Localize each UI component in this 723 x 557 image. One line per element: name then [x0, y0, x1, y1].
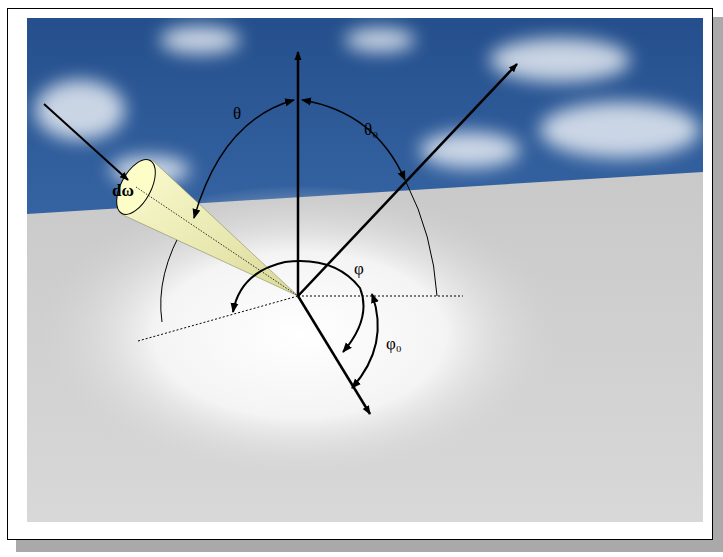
zenith-angle-label: θ: [231, 104, 243, 123]
zenith-angle-label: θ₀: [362, 120, 380, 139]
azimuth-angle-label: φ₀: [384, 334, 404, 353]
azimuth-angle-label: φ: [352, 259, 366, 278]
solid-angle-label: dω: [110, 181, 136, 200]
